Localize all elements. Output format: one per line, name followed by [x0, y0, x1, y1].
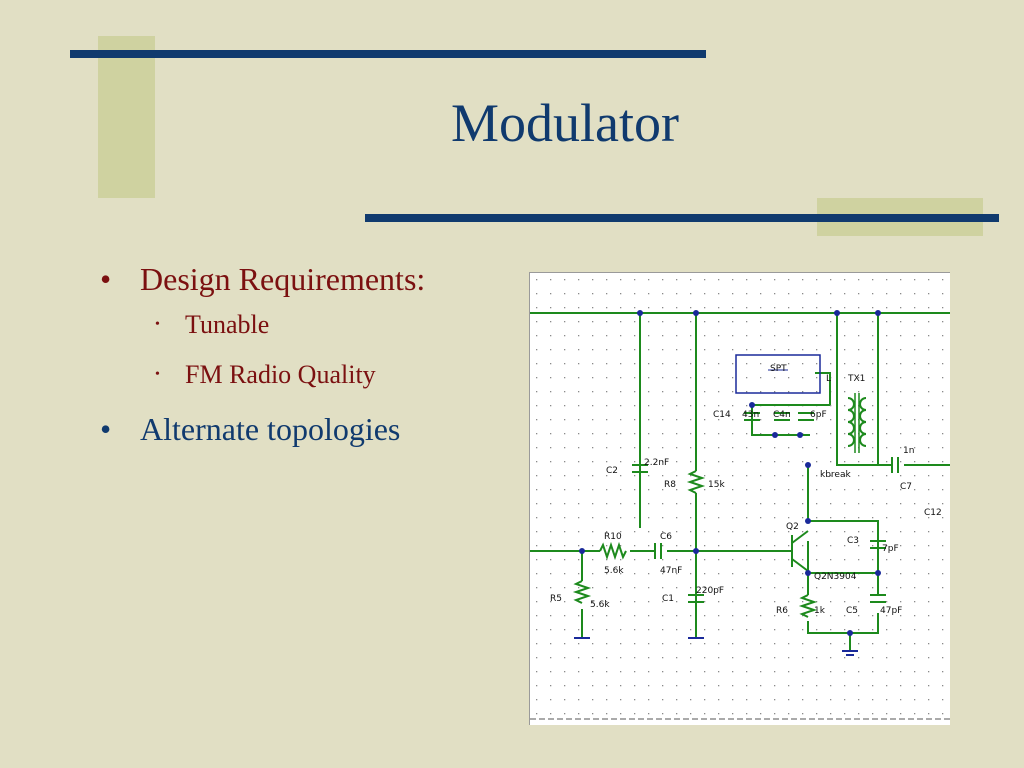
label-6pf: 6pF	[810, 410, 827, 420]
label-c5: C5	[846, 606, 858, 616]
label-l: L	[826, 374, 831, 384]
label-c7: C7	[900, 482, 912, 492]
label-c14-val: 43n	[742, 410, 759, 420]
grid-dots	[530, 273, 950, 725]
c7-capacitor-icon	[891, 457, 899, 473]
bullet-text: Design Requirements:	[140, 261, 426, 297]
circuit-schematic: SPT L TX1 C14 43n C4n 6pF C2 2.2nF R8 15…	[529, 272, 950, 725]
bullet-dot-icon: •	[155, 367, 160, 382]
tank-capacitors-icon	[744, 412, 814, 421]
label-tx1: TX1	[847, 374, 865, 384]
label-r5-val: 5.6k	[590, 600, 610, 610]
tank-bottom-wire	[751, 405, 810, 436]
label-c7-val: 1n	[903, 446, 914, 456]
deco-bottom-rule	[365, 214, 999, 222]
label-c6: C6	[660, 532, 672, 542]
c3-capacitor-icon	[870, 540, 886, 549]
label-r8: R8	[664, 480, 676, 490]
label-r5: R5	[550, 594, 562, 604]
label-c12: C12	[924, 508, 942, 518]
label-c14: C14	[713, 410, 731, 420]
label-r8-val: 15k	[708, 480, 725, 490]
label-c1: C1	[662, 594, 674, 604]
emitter-ground-wire	[807, 573, 879, 634]
label-c1-val: 220pF	[696, 586, 724, 596]
label-r10: R10	[604, 532, 622, 542]
label-r6: R6	[776, 606, 788, 616]
r5-resistor-icon	[572, 580, 592, 604]
label-r10-val: 5.6k	[604, 566, 624, 576]
bullet-item: • Design Requirements:	[100, 258, 425, 300]
bullet-dot-icon: •	[155, 317, 160, 332]
label-r6-val: 1k	[814, 606, 826, 616]
sub-bullet-item: • Tunable	[100, 300, 425, 350]
collector-feed-wire	[836, 373, 878, 466]
c5-capacitor-icon	[870, 594, 886, 603]
c2-capacitor-icon	[632, 464, 648, 473]
bullet-dot-icon: •	[100, 261, 112, 297]
c3-feedback-wire	[808, 520, 879, 573]
schematic-svg: SPT L TX1 C14 43n C4n 6pF C2 2.2nF R8 15…	[530, 273, 950, 725]
bullet-text: Alternate topologies	[140, 411, 401, 447]
r10-resistor-icon	[599, 541, 627, 561]
ground-icon	[574, 637, 858, 656]
c1-capacitor-icon	[688, 594, 704, 603]
bullet-item: • Alternate topologies	[100, 408, 425, 450]
tx1-transformer-icon	[847, 393, 867, 453]
label-q2: Q2	[786, 522, 799, 532]
r8-resistor-icon	[686, 470, 706, 494]
deco-vertical-block	[98, 36, 155, 198]
q2-legs	[791, 530, 809, 572]
sub-bullet-text: Tunable	[185, 310, 270, 339]
sub-bullet-item: • FM Radio Quality	[100, 350, 425, 400]
label-spt: SPT	[770, 364, 787, 374]
label-c5-val: 47pF	[880, 606, 902, 616]
sub-bullet-text: FM Radio Quality	[185, 360, 376, 389]
label-c3: C3	[847, 536, 859, 546]
label-c3-val: 7pF	[882, 544, 899, 554]
label-q2-part: Q2N3904	[814, 572, 857, 582]
spt-block	[735, 354, 821, 394]
bullet-list: • Design Requirements: • Tunable • FM Ra…	[100, 258, 425, 450]
bullet-dot-icon: •	[100, 411, 112, 447]
label-c2-val: 2.2nF	[644, 458, 669, 468]
label-c6-val: 47nF	[660, 566, 682, 576]
label-c2: C2	[606, 466, 618, 476]
r6-resistor-icon	[798, 594, 818, 618]
label-kbreak: kbreak	[820, 470, 851, 480]
slide-title: Modulator	[451, 93, 679, 153]
label-c4-val: C4n	[773, 410, 791, 420]
deco-top-rule	[70, 50, 706, 58]
c6-capacitor-icon	[654, 543, 662, 559]
junction-nodes	[579, 310, 881, 636]
